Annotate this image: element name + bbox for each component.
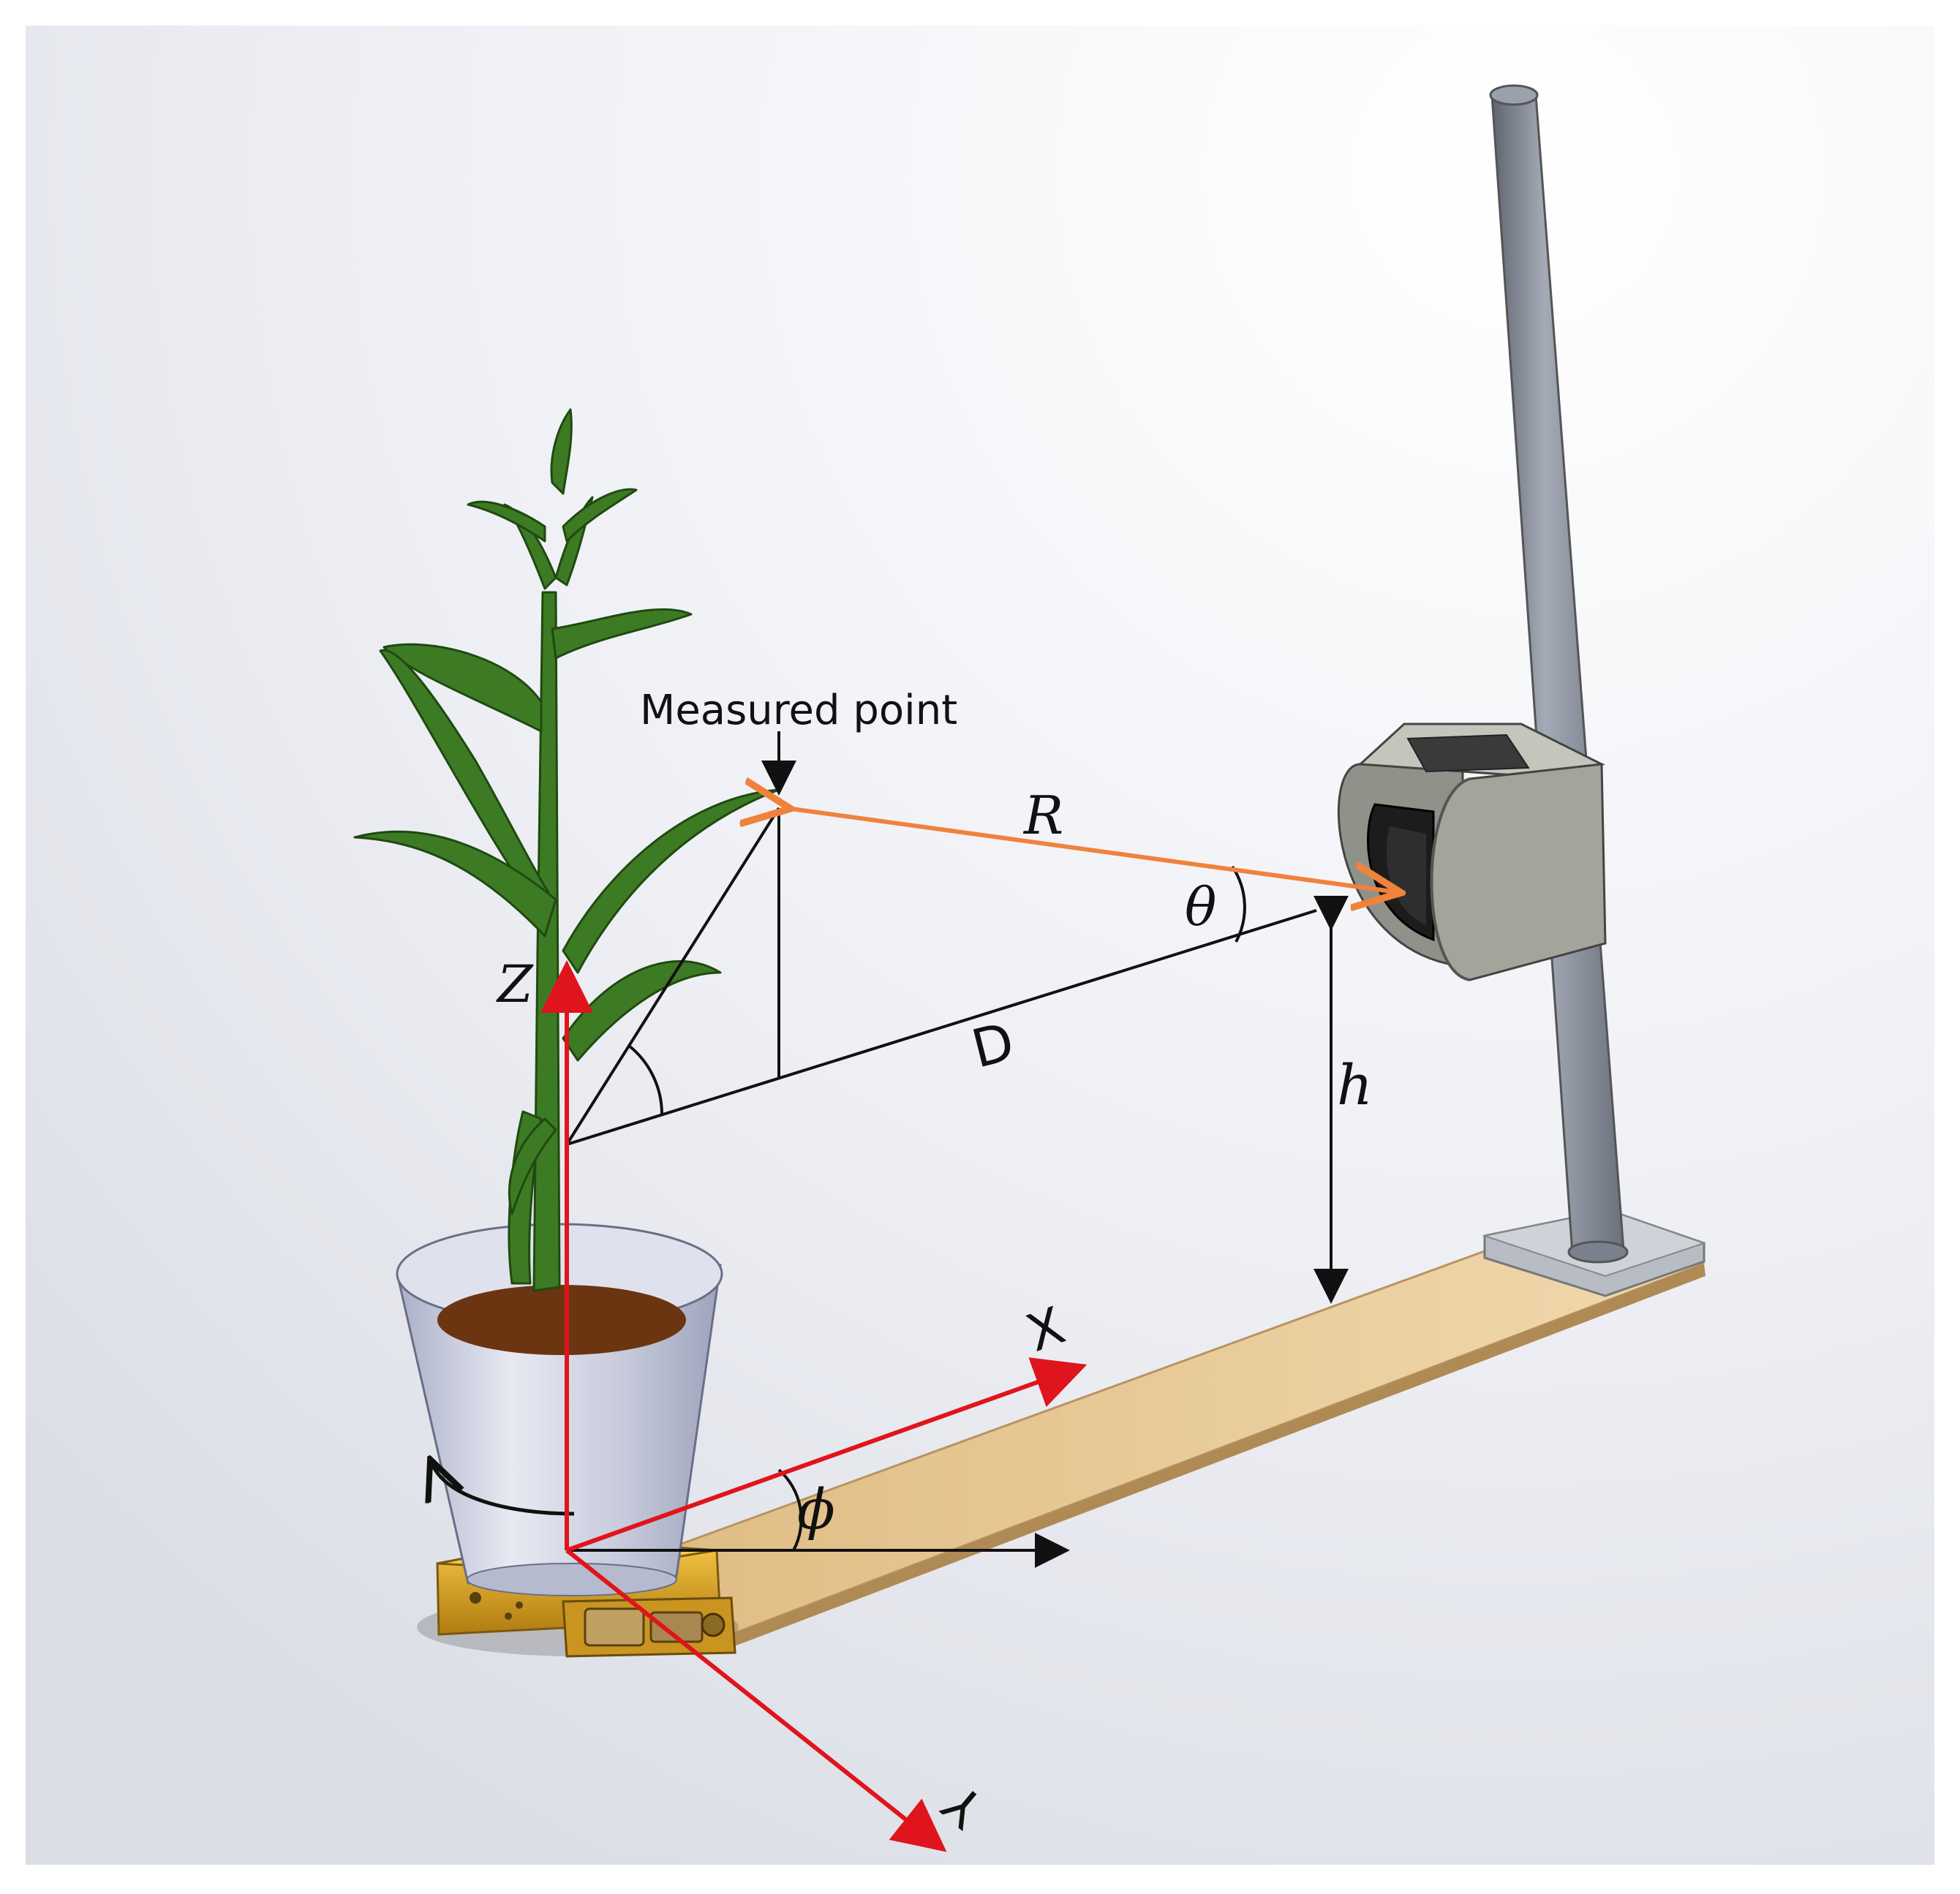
sensor-mount-post: [1482, 84, 1707, 1297]
rotation-direction-arrow: [431, 1463, 575, 1516]
label-phi: ϕ: [797, 1476, 835, 1542]
range-arrow-r: [786, 808, 1397, 892]
y-axis-arrow: [565, 1548, 947, 1852]
coordinate-axes: [540, 960, 1088, 1852]
x-axis-arrow: [565, 1357, 1088, 1552]
label-theta: θ: [1185, 876, 1216, 937]
phi-angle-arc: [777, 1468, 803, 1551]
label-h: h: [1337, 1052, 1373, 1117]
label-r: R: [1022, 785, 1063, 846]
maize-plant: [353, 408, 780, 1292]
background: [26, 26, 1934, 1865]
plant-pot: [396, 1223, 723, 1596]
measured-point-label: Measured point: [640, 687, 957, 734]
horizontal-distance-line: [566, 909, 1317, 1146]
base-angle-arc: [627, 1044, 664, 1116]
label-z-axis: Z: [496, 954, 534, 1014]
